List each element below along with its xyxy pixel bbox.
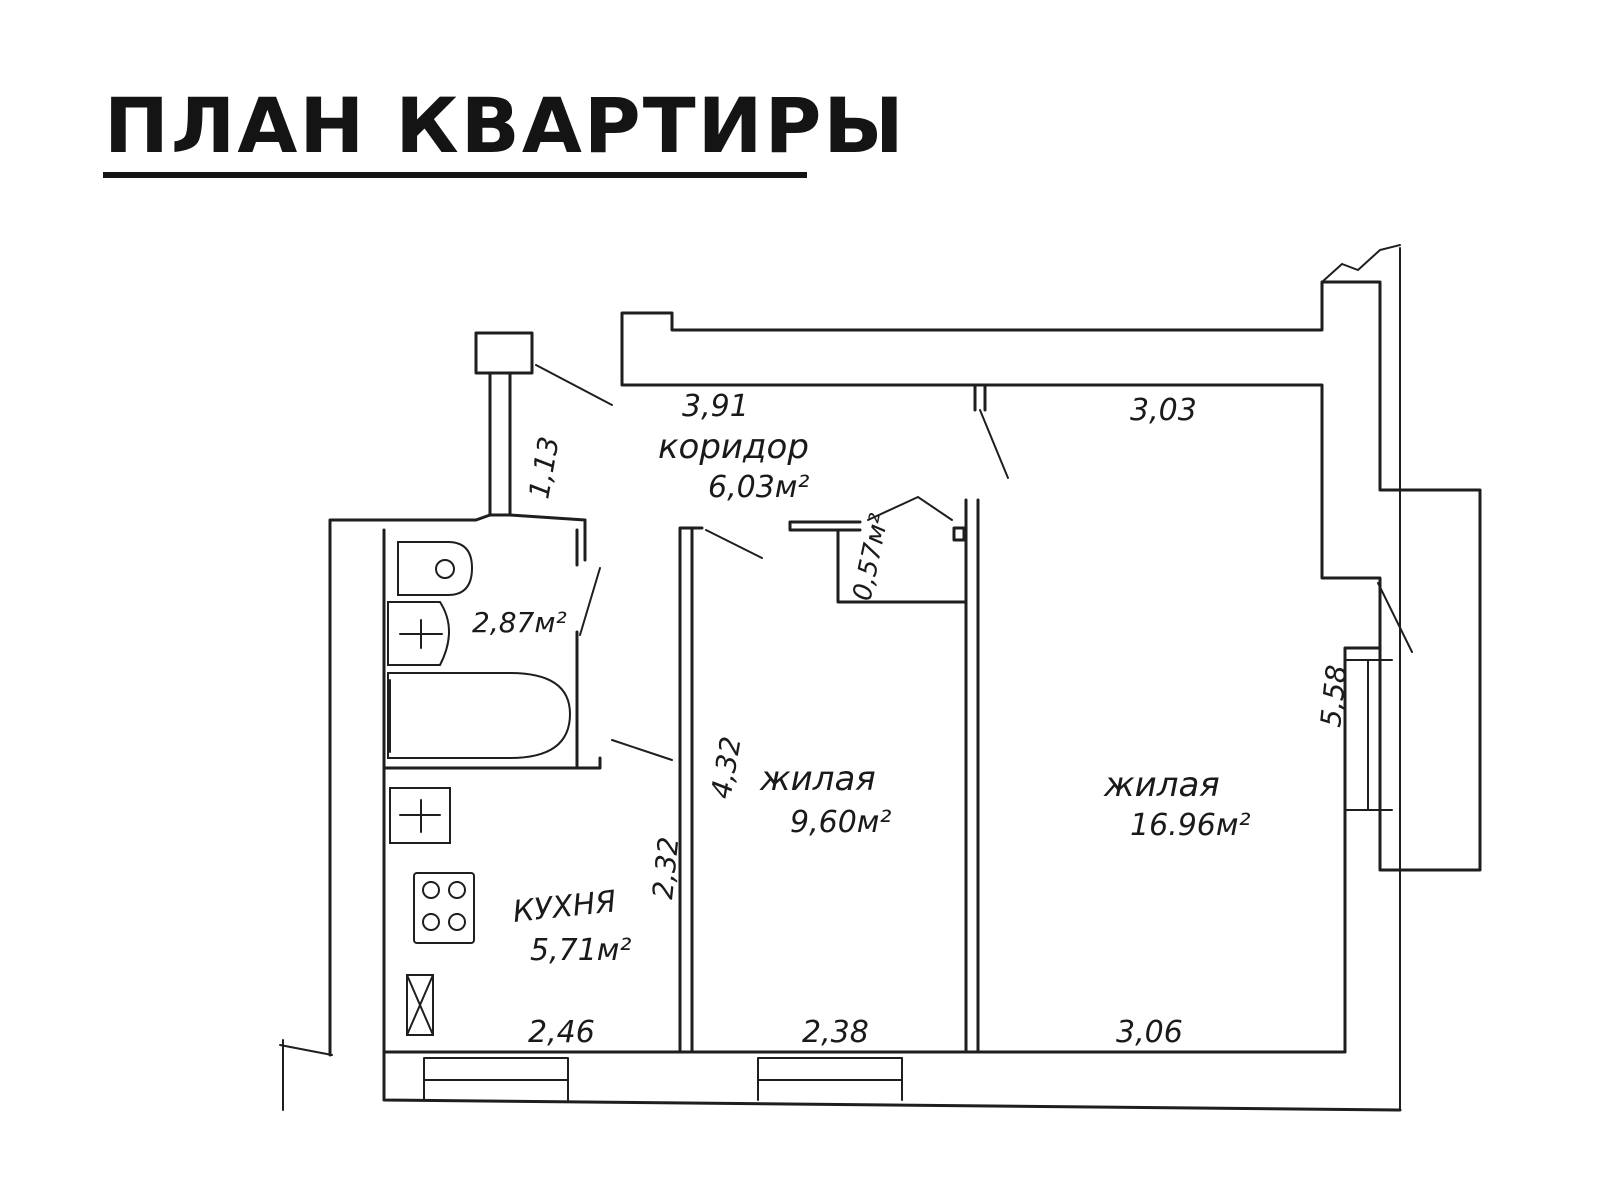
corridor-width-label: 3,91 [682,389,749,424]
stove-burner-icon [422,913,440,931]
bathroom-bottom-wall [382,756,602,770]
stove-burner-icon [448,881,466,899]
window-right [1344,659,1393,811]
toilet-icon [397,541,474,596]
closet-area-label: 0,57м² [848,511,896,603]
small-room-width-label: 2,38 [802,1015,869,1050]
window-middle [757,1057,903,1101]
page-title: ПЛАН КВАРТИРЫ [104,81,906,170]
left-exterior-wall [328,513,587,1057]
room-partition-wall [964,498,980,1054]
bathroom-area-label: 2,87м² [472,606,567,639]
corridor-depth-label: 1,13 [522,434,565,501]
stove-burner-icon [448,913,466,931]
small-room-name-label: жилая [759,759,876,799]
left-outer-line [279,1039,333,1111]
kitchen-width-label: 2,46 [528,1015,595,1050]
top-wall-break-mark [1321,244,1401,283]
bath-door-arc [611,739,673,761]
closet-door-swing [867,495,953,521]
large-room-top-dim-label: 3,03 [1130,393,1197,428]
bathtub-icon [387,672,572,759]
kitchen-depth-label: 2,32 [646,835,685,900]
toilet-bowl-icon [435,559,455,579]
stove-burner-icon [422,881,440,899]
small-room-depth-label: 4,32 [704,734,747,801]
large-room-bottom-dim-label: 3,06 [1116,1015,1183,1050]
corridor-area-label: 6,03м² [708,470,809,505]
balcony-door-swing [1377,582,1413,653]
vent-shaft [474,331,534,375]
large-room-door-swing [979,409,1009,479]
top-exterior-wall [620,280,1482,872]
kitchen-sink-icon [389,787,451,844]
kitchen-name-label: КУХНЯ [511,884,618,930]
kitchen-area-label: 5,71м² [530,933,631,968]
small-room-area-label: 9,60м² [790,805,891,840]
large-room-depth-label: 5,58 [1314,663,1353,728]
kitchen-small-room-wall [678,526,704,1054]
closet-jamb [952,526,966,542]
corridor-entrance-swing [535,364,613,406]
bathroom-door-swing [579,567,601,636]
window-left [423,1057,569,1101]
corridor-door-jamb [973,383,987,412]
bottom-exterior-wall [382,646,1402,1112]
small-room-door-swing [705,529,763,559]
corridor-name-label: коридор [658,427,809,467]
large-room-area-label: 16.96м² [1130,808,1251,843]
closet-walls [788,520,967,604]
large-room-name-label: жилая [1103,765,1220,805]
shaft-wall [488,371,512,517]
fridge-icon [406,974,434,1036]
title-underline [103,172,807,178]
sink-icon [387,601,450,666]
stove-icon [413,872,475,944]
